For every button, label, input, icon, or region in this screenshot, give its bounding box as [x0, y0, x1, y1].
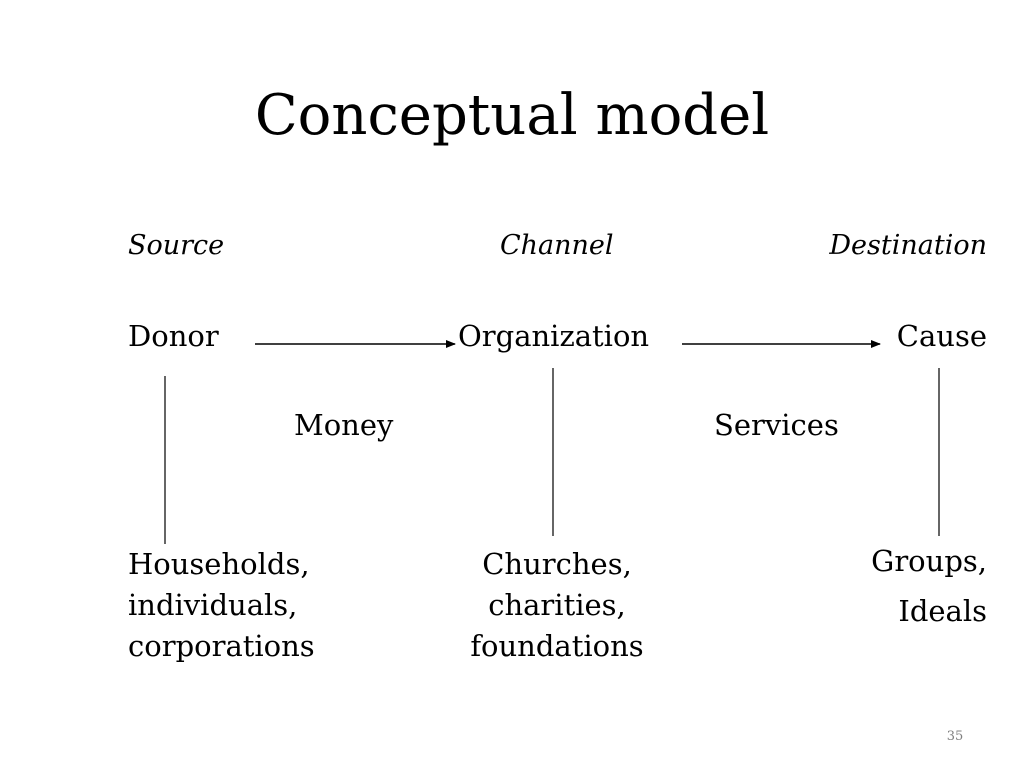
source-heading: Source [128, 230, 225, 261]
donor-node: Donor [128, 319, 219, 353]
channel-heading: Channel [500, 230, 614, 261]
destination-example-line: Ideals [898, 594, 987, 628]
source-example-line: individuals, [128, 588, 298, 622]
channel-examples: Churches, charities, foundations [437, 544, 677, 667]
source-example-line: Households, [128, 547, 310, 581]
cause-node: Cause [896, 319, 987, 353]
destination-heading: Destination [829, 230, 987, 261]
money-flow-label: Money [294, 408, 394, 442]
channel-example-line: foundations [470, 629, 644, 663]
source-example-line: corporations [128, 629, 315, 663]
channel-example-line: charities, [488, 588, 626, 622]
slide-title: Conceptual model [254, 83, 770, 148]
source-examples: Households, individuals, corporations [128, 544, 388, 667]
services-flow-label: Services [714, 408, 839, 442]
destination-examples: Groups, Ideals [767, 536, 987, 636]
organization-node: Organization [458, 319, 650, 353]
destination-example-line: Groups, [871, 544, 987, 578]
channel-example-line: Churches, [482, 547, 632, 581]
page-number: 35 [946, 729, 964, 744]
